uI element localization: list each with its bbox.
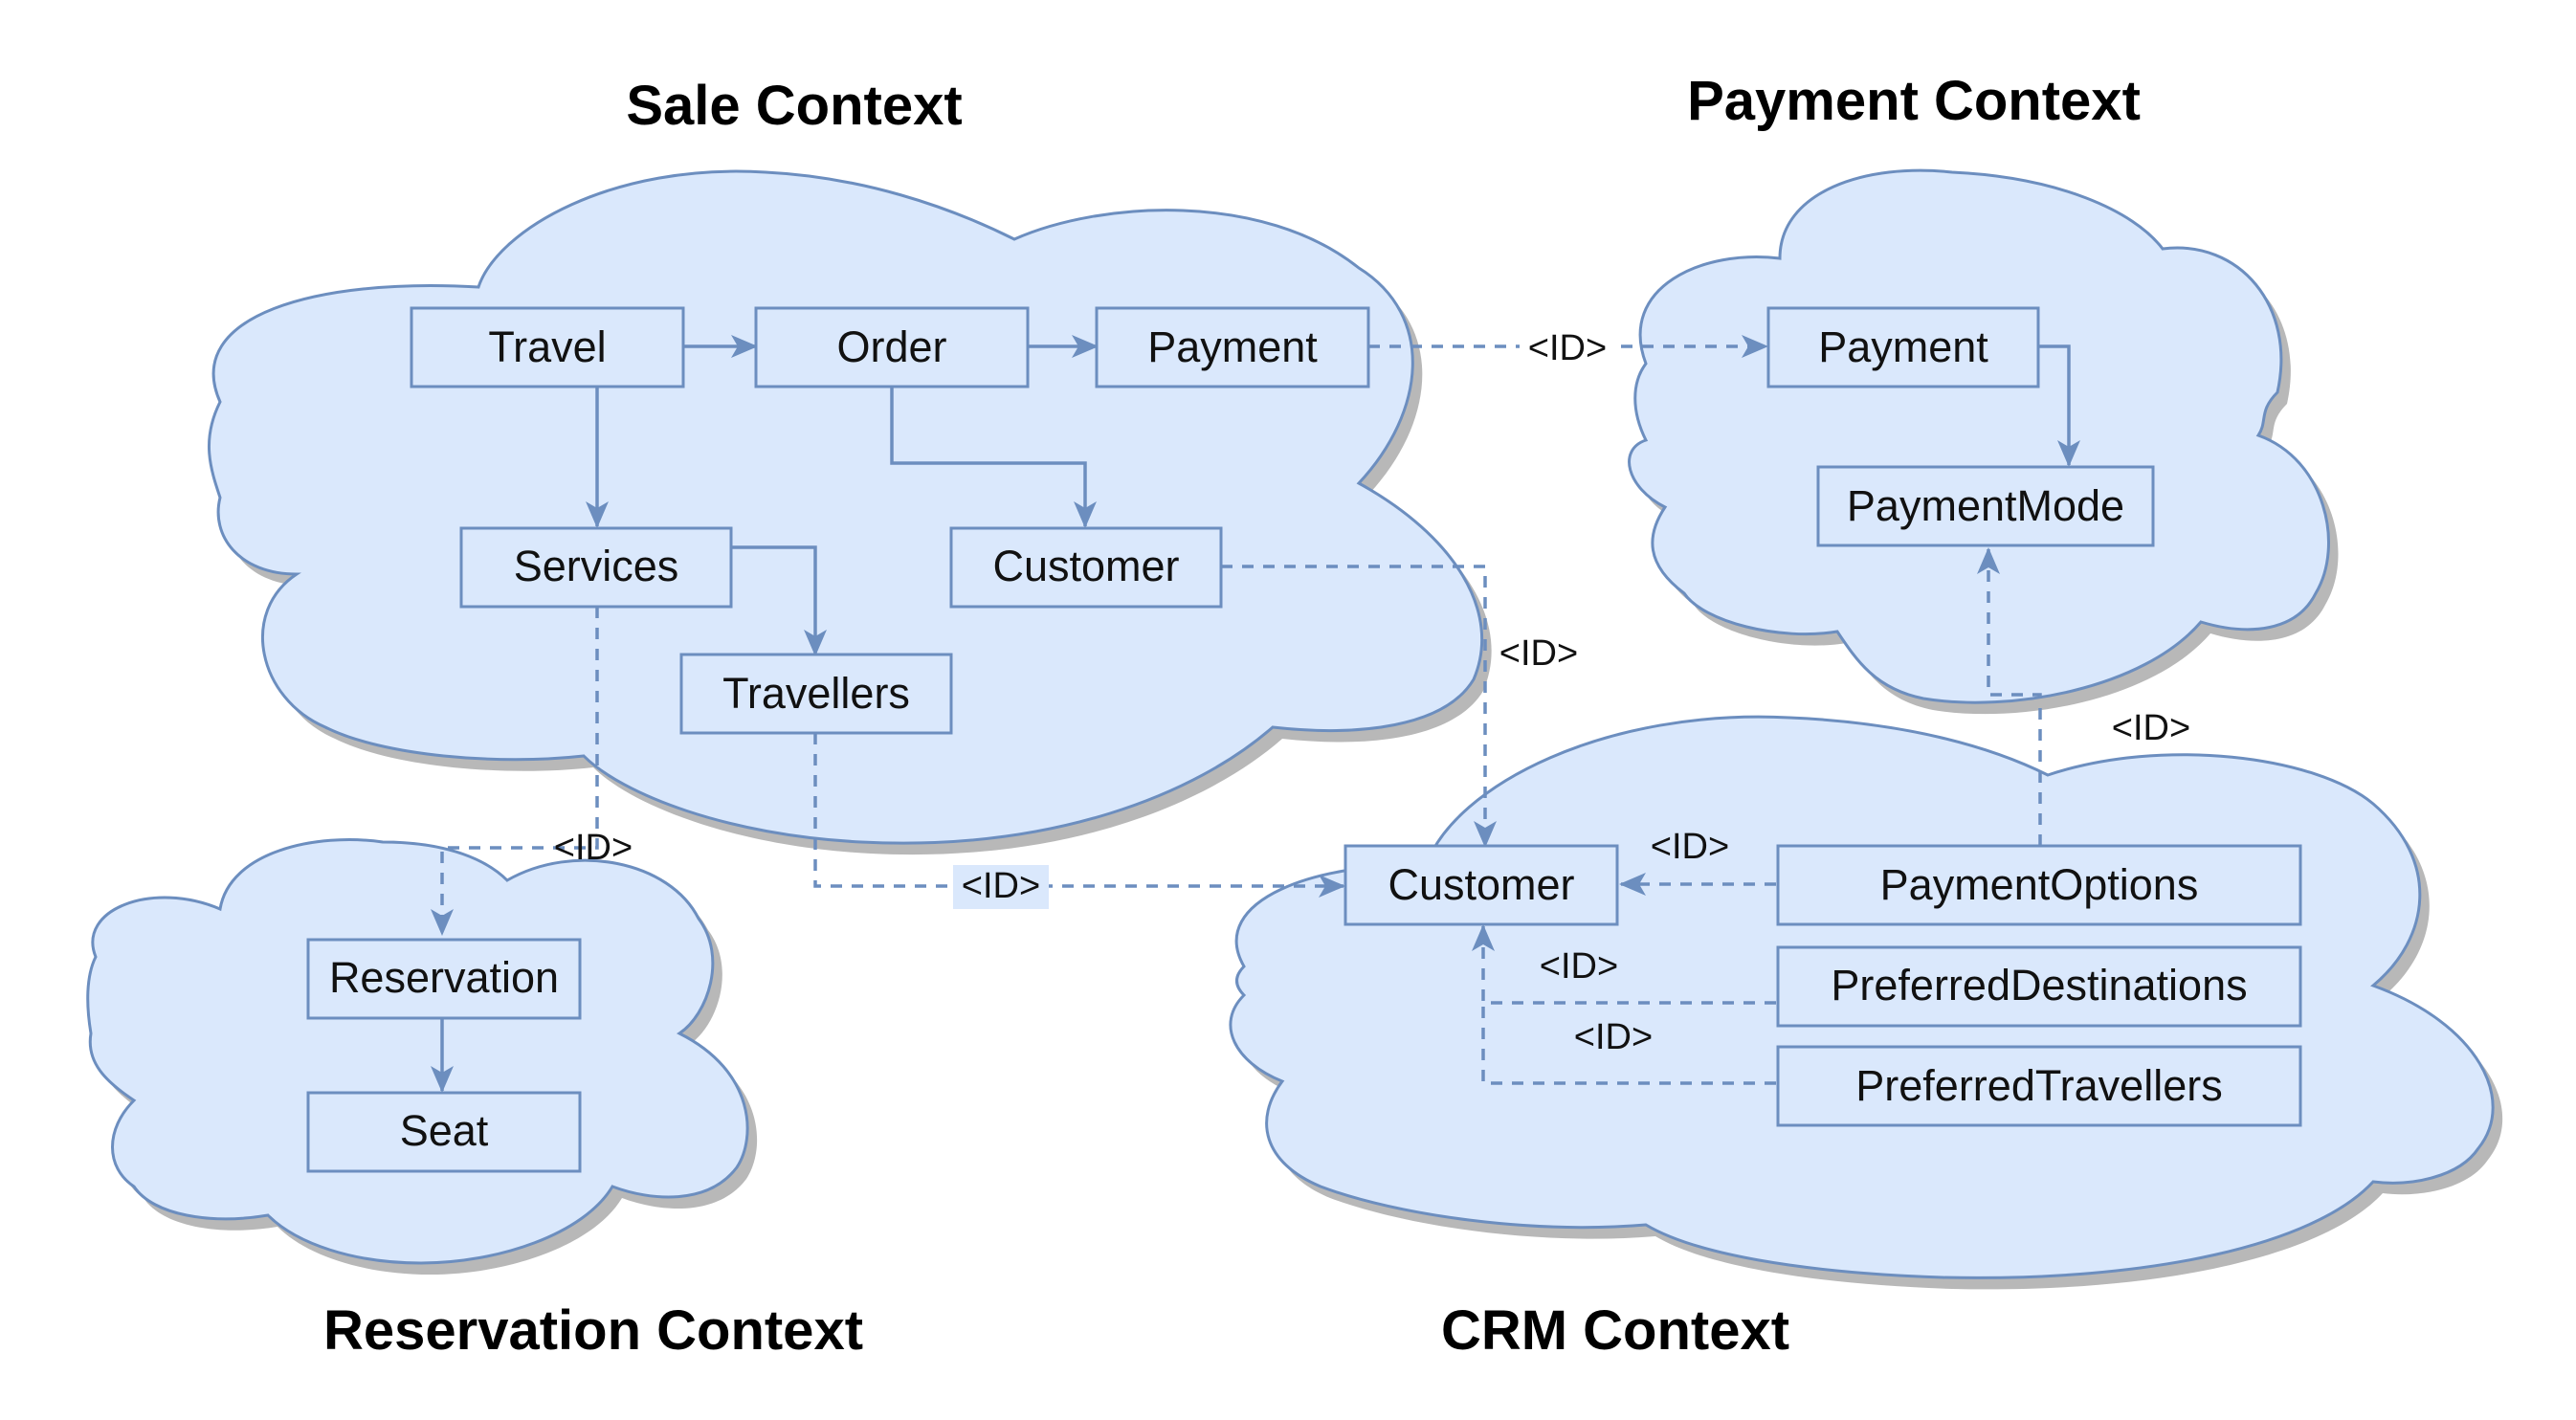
svg-text:<ID>: <ID> — [1499, 633, 1578, 674]
entity-sale-travel[interactable]: Travel — [410, 306, 685, 388]
edge-services-to-reservation — [431, 607, 599, 936]
svg-text:Seat: Seat — [400, 1106, 489, 1155]
svg-text:<ID>: <ID> — [1528, 328, 1607, 368]
edge-sale-customer-to-crm-customer — [1221, 565, 1497, 848]
edge-order-customer — [890, 387, 1097, 528]
reservation-context-title: Reservation Context — [323, 1299, 863, 1362]
payment-context-title: Payment Context — [1687, 70, 2141, 132]
entity-reservation-reservation[interactable]: Reservation — [306, 938, 582, 1020]
entity-sale-services[interactable]: Services — [459, 526, 733, 609]
svg-text:PreferredTravellers: PreferredTravellers — [1855, 1061, 2222, 1110]
entity-payment-payment[interactable]: Payment — [1766, 306, 2040, 388]
svg-text:Order: Order — [836, 322, 946, 371]
cloud-sale — [208, 169, 1484, 845]
entity-crm-customer[interactable]: Customer — [1344, 844, 1619, 926]
entity-crm-preferreddestinations[interactable]: PreferredDestinations — [1776, 945, 2302, 1028]
entity-sale-customer[interactable]: Customer — [949, 526, 1223, 609]
svg-text:PreferredDestinations: PreferredDestinations — [1831, 961, 2247, 1010]
edge-label-crm-paymentoptions-customer: <ID> — [1651, 827, 1729, 867]
edge-label-paymentoptions-link: <ID> — [2112, 708, 2190, 748]
svg-text:Services: Services — [514, 542, 679, 590]
svg-text:Payment: Payment — [1147, 322, 1318, 371]
svg-text:<ID>: <ID> — [1651, 827, 1729, 867]
svg-text:<ID>: <ID> — [1574, 1017, 1653, 1057]
svg-text:Customer: Customer — [1388, 860, 1574, 909]
cloud-payment — [1628, 168, 2330, 704]
svg-text:Customer: Customer — [992, 542, 1179, 590]
svg-text:<ID>: <ID> — [1540, 946, 1618, 987]
edge-services-travellers — [731, 545, 827, 656]
svg-text:Reservation: Reservation — [329, 953, 559, 1002]
edge-label-crm-destinations-customer: <ID> — [1540, 946, 1618, 987]
svg-text:PaymentOptions: PaymentOptions — [1880, 860, 2199, 909]
edge-label-customer-link: <ID> — [1499, 633, 1578, 674]
entity-crm-paymentoptions[interactable]: PaymentOptions — [1776, 844, 2302, 926]
svg-text:<ID>: <ID> — [2112, 708, 2190, 748]
edge-label-travellers-link: <ID> — [953, 865, 1049, 909]
entity-sale-order[interactable]: Order — [754, 306, 1030, 388]
svg-text:Travellers: Travellers — [722, 669, 910, 718]
edge-travellers-to-crm-customer — [813, 733, 1345, 898]
svg-text:<ID>: <ID> — [554, 828, 633, 868]
svg-text:PaymentMode: PaymentMode — [1847, 481, 2124, 530]
edge-payment-paymentmode — [2038, 344, 2080, 467]
edge-destinations-to-customer — [1472, 924, 1776, 1005]
crm-context-title: CRM Context — [1441, 1299, 1789, 1362]
edge-paymentoptions-to-paymentmode — [1977, 547, 2042, 846]
svg-text:<ID>: <ID> — [962, 866, 1040, 906]
cloud-reservation — [86, 838, 749, 1265]
entity-reservation-seat[interactable]: Seat — [306, 1091, 582, 1173]
sale-context-title: Sale Context — [626, 75, 962, 137]
svg-text:Payment: Payment — [1818, 322, 1988, 371]
svg-text:Travel: Travel — [488, 322, 606, 371]
entity-sale-travellers[interactable]: Travellers — [679, 653, 953, 735]
edge-label-reservation-link: <ID> — [554, 828, 633, 868]
entity-crm-preferredtravellers[interactable]: PreferredTravellers — [1776, 1045, 2302, 1127]
edge-preferredtravellers-to-customer — [1481, 1003, 1776, 1085]
entity-payment-paymentmode[interactable]: PaymentMode — [1816, 465, 2155, 547]
edge-label-crm-travellers-customer: <ID> — [1574, 1017, 1653, 1057]
edge-label-payment-link: <ID> — [1520, 323, 1615, 368]
entity-sale-payment[interactable]: Payment — [1095, 306, 1370, 388]
